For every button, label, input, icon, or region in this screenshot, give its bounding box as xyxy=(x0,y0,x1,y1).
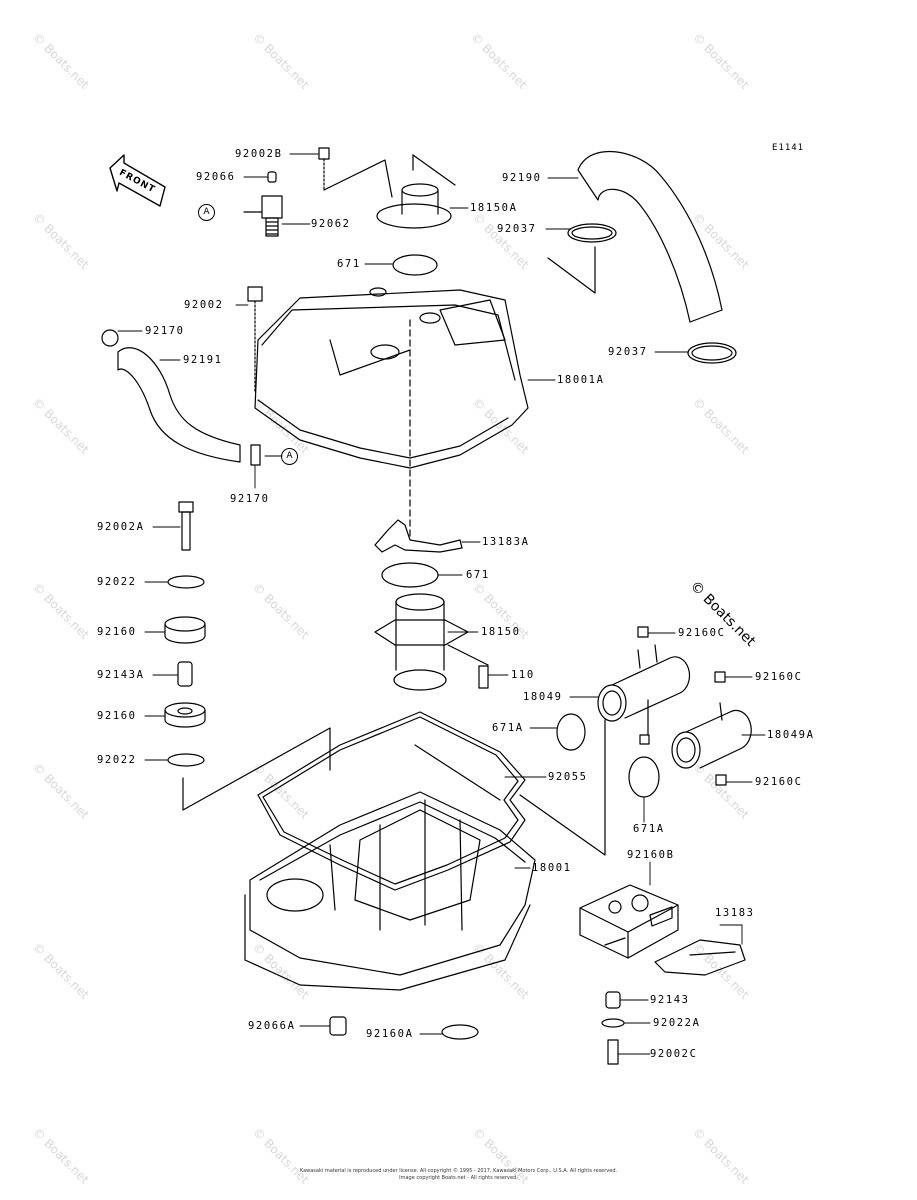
washer-92022-bottom xyxy=(167,753,205,767)
bracket-13183 xyxy=(654,939,746,976)
bolt-92002 xyxy=(247,286,263,393)
copyright-line: Image copyright Boats.net - All rights r… xyxy=(399,1175,518,1181)
duct-18049A xyxy=(671,702,752,769)
part-label[interactable]: 18049 xyxy=(523,691,563,703)
hose-92190 xyxy=(577,150,723,323)
bolt-92002C xyxy=(607,1039,619,1065)
part-label[interactable]: 92037 xyxy=(608,346,648,358)
clip-92160C-2 xyxy=(714,671,726,683)
part-label[interactable]: 92143A xyxy=(97,669,145,681)
grommet-92160-bottom xyxy=(164,702,206,728)
part-label[interactable]: 92160C xyxy=(755,671,803,683)
part-label[interactable]: 671 xyxy=(466,569,490,581)
clip-92160C-mid xyxy=(639,734,650,745)
part-label[interactable]: 18001A xyxy=(557,374,605,386)
clip-92170-top xyxy=(101,329,119,347)
washer-92022A xyxy=(601,1018,625,1028)
part-label[interactable]: 92143 xyxy=(650,994,690,1006)
cap-92066 xyxy=(267,171,277,183)
clip-92160C-1 xyxy=(637,626,649,638)
part-label[interactable]: 92002 xyxy=(184,299,224,311)
part-label[interactable]: 13183A xyxy=(482,536,530,548)
oring-671-mid xyxy=(381,562,439,588)
part-label[interactable]: 92002A xyxy=(97,521,145,533)
part-label[interactable]: 92066A xyxy=(248,1020,296,1032)
bolt-110 xyxy=(478,665,489,689)
part-label[interactable]: 92190 xyxy=(502,172,542,184)
part-label[interactable]: 13183 xyxy=(715,907,755,919)
part-label[interactable]: 92002C xyxy=(650,1048,698,1060)
part-label[interactable]: 671 xyxy=(337,258,361,270)
part-label[interactable]: 92191 xyxy=(183,354,223,366)
front-arrow-icon xyxy=(109,154,166,207)
clamp-92037-mid xyxy=(687,342,737,364)
collar-92143A xyxy=(177,661,193,687)
part-label[interactable]: 18049A xyxy=(767,729,815,741)
part-label[interactable]: 92055 xyxy=(548,771,588,783)
fitting-92062 xyxy=(243,195,283,237)
washer-92022-top xyxy=(167,575,205,589)
part-label[interactable]: 110 xyxy=(511,669,535,681)
gasket-92055 xyxy=(257,711,526,891)
part-label[interactable]: 92160B xyxy=(627,849,675,861)
collar-92143 xyxy=(605,991,621,1009)
part-label[interactable]: 92170 xyxy=(230,493,270,505)
part-label[interactable]: 671A xyxy=(492,722,524,734)
part-label[interactable]: 92022A xyxy=(653,1017,701,1029)
bolt-92002B xyxy=(318,147,330,191)
part-label[interactable]: 92037 xyxy=(497,223,537,235)
leader-lines xyxy=(117,153,766,1055)
bolt-92002A xyxy=(178,501,194,551)
grommet-92160A xyxy=(441,1024,479,1040)
bracket-13183A xyxy=(374,519,463,553)
block-92160B xyxy=(579,884,679,959)
cap-92066A xyxy=(329,1016,347,1036)
callout-a-top: A xyxy=(198,204,215,221)
oring-671-top xyxy=(392,254,438,276)
part-label[interactable]: 18150 xyxy=(481,626,521,638)
housing-18001 xyxy=(244,791,536,991)
part-label[interactable]: 92002B xyxy=(235,148,283,160)
part-label[interactable]: 92066 xyxy=(196,171,236,183)
part-label[interactable]: 92160C xyxy=(678,627,726,639)
hose-92191 xyxy=(117,347,241,463)
part-label[interactable]: 18150A xyxy=(470,202,518,214)
part-label[interactable]: 92022 xyxy=(97,576,137,588)
part-label[interactable]: 92160C xyxy=(755,776,803,788)
part-label[interactable]: 92160 xyxy=(97,626,137,638)
grommet-92160-top xyxy=(164,616,206,644)
diagram-code: E1141 xyxy=(772,143,805,153)
part-label[interactable]: 92022 xyxy=(97,754,137,766)
neck-18150 xyxy=(374,593,469,691)
part-label[interactable]: 671A xyxy=(633,823,665,835)
part-label[interactable]: 18001 xyxy=(532,862,572,874)
duct-18049 xyxy=(597,644,691,722)
callout-a-bottom: A xyxy=(281,448,298,465)
clip-92160C-3 xyxy=(715,774,727,786)
copyright-line: Kawasaki material is reproduced under li… xyxy=(299,1168,618,1174)
clamp-92037-top xyxy=(567,223,617,243)
part-label[interactable]: 92062 xyxy=(311,218,351,230)
part-label[interactable]: 92160 xyxy=(97,710,137,722)
part-label[interactable]: 92170 xyxy=(145,325,185,337)
part-label[interactable]: 92160A xyxy=(366,1028,414,1040)
neck-18150A xyxy=(376,183,452,229)
oring-671A-left xyxy=(556,713,586,751)
oring-671A-right xyxy=(628,756,660,798)
housing-18001A xyxy=(254,287,529,541)
clip-92170-bottom xyxy=(250,444,261,466)
